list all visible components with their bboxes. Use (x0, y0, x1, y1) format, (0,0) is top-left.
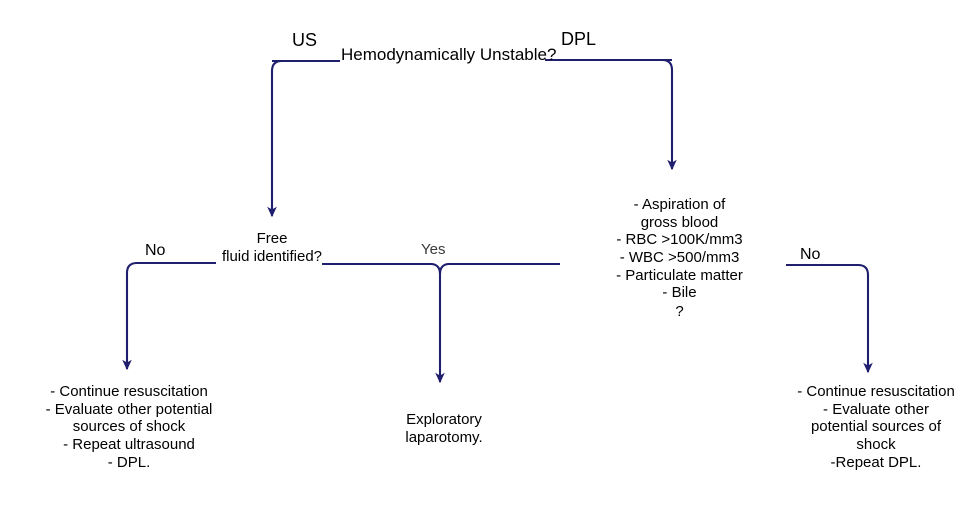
branch-label-dpl: DPL (561, 29, 597, 49)
node-dpl-criteria: - Aspiration of gross blood - RBC >100K/… (616, 196, 743, 302)
edge-us-to-free-fluid (267, 59, 340, 218)
branch-label-us: US (292, 30, 318, 50)
outcome-middle: Exploratory laparotomy. (405, 411, 483, 446)
node-dpl-criteria-question: ? (675, 303, 684, 320)
outcome-right: - Continue resuscitation - Evaluate othe… (797, 383, 955, 471)
branch-label-yes-middle: Yes (421, 241, 446, 258)
edge-free-fluid-no (122, 261, 216, 371)
node-free-fluid-identified: Free fluid identified? (221, 230, 323, 265)
edge-dpl-to-criteria (545, 58, 677, 171)
outcome-left: - Continue resuscitation - Evaluate othe… (45, 383, 213, 471)
edge-dpl-criteria-no (786, 263, 873, 374)
branch-label-no-right: No (800, 246, 821, 263)
root-decision-label: Hemodynamically Unstable? (341, 45, 557, 64)
branch-label-no-left: No (145, 242, 166, 259)
